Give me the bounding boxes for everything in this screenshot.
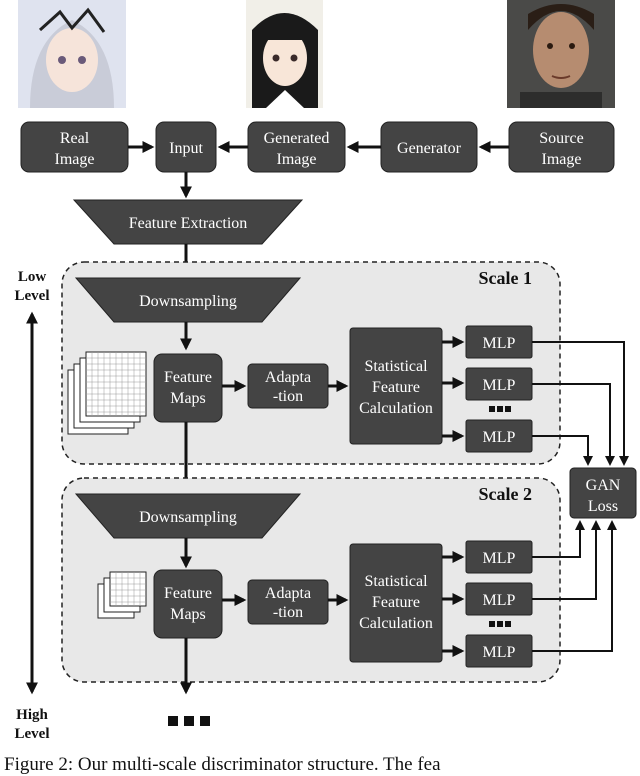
svg-text:Calculation: Calculation [359, 400, 433, 417]
scale-2-label: Scale 2 [479, 484, 533, 504]
link-mlp1c-gan [532, 435, 593, 466]
adaptation-box-1: Adapta -tion [247, 363, 329, 409]
feature-extraction-block: Feature Extraction [72, 199, 304, 245]
link-mlp1b-gan [532, 383, 615, 466]
mlp-box-2a: MLP [465, 540, 533, 574]
feature-map-grid-1 [86, 352, 146, 416]
ellipsis-dots-1 [489, 406, 511, 412]
low-level-label-line1: Low [18, 269, 47, 285]
source-image-box: Source Image [508, 121, 615, 173]
ellipsis-dots-2 [489, 621, 511, 627]
real-anime-photo [18, 0, 126, 108]
svg-text:Feature: Feature [164, 585, 212, 602]
mlp-box-2c: MLP [465, 634, 533, 668]
generated-anime-photo [246, 0, 323, 108]
link-mlp1a-gan [532, 341, 629, 466]
svg-text:Downsampling: Downsampling [139, 293, 237, 310]
statistical-box-2: Statistical Feature Calculation [349, 543, 443, 663]
svg-text:Adapta: Adapta [265, 585, 311, 602]
svg-text:-tion: -tion [273, 388, 303, 405]
svg-text:Generator: Generator [397, 140, 462, 157]
svg-text:Image: Image [542, 151, 582, 168]
high-level-label-line2: Level [15, 726, 50, 742]
gan-loss-box: GAN Loss [569, 467, 637, 519]
svg-text:Feature: Feature [164, 369, 212, 386]
generated-image-box: Generated Image [247, 121, 346, 173]
downsampling-block-1: Downsampling [74, 277, 302, 323]
low-level-label-line2: Level [15, 288, 50, 304]
svg-text:MLP: MLP [483, 377, 516, 394]
svg-text:-tion: -tion [273, 604, 303, 621]
svg-text:Downsampling: Downsampling [139, 509, 237, 526]
source-face-photo [507, 0, 615, 108]
figure-caption: Figure 2: Our multi-scale discriminator … [4, 754, 441, 775]
svg-text:Feature: Feature [372, 379, 420, 396]
svg-text:Maps: Maps [170, 390, 206, 407]
mlp-box-1b: MLP [465, 367, 533, 401]
statistical-box-1: Statistical Feature Calculation [349, 327, 443, 445]
feature-map-grid-2 [110, 572, 146, 606]
svg-text:Source: Source [539, 130, 583, 147]
ellipsis-dots-bottom [168, 716, 210, 726]
mlp-box-2b: MLP [465, 582, 533, 616]
svg-text:Image: Image [55, 151, 95, 168]
link-mlp2a-gan [532, 520, 585, 558]
svg-text:Feature Extraction: Feature Extraction [129, 215, 248, 232]
feature-maps-box-2: Feature Maps [153, 569, 223, 639]
mlp-box-1a: MLP [465, 325, 533, 359]
svg-text:MLP: MLP [483, 592, 516, 609]
high-level-label-line1: High [16, 707, 48, 723]
svg-text:Real: Real [60, 130, 90, 147]
link-mlp2c-gan [532, 520, 617, 652]
adaptation-box-2: Adapta -tion [247, 579, 329, 625]
svg-text:Image: Image [277, 151, 317, 168]
mlp-box-1c: MLP [465, 419, 533, 453]
svg-text:Statistical: Statistical [364, 573, 428, 590]
svg-text:Loss: Loss [588, 498, 618, 515]
svg-text:GAN: GAN [586, 477, 621, 494]
svg-text:Maps: Maps [170, 606, 206, 623]
svg-text:Input: Input [169, 140, 203, 157]
svg-text:Feature: Feature [372, 594, 420, 611]
svg-text:Calculation: Calculation [359, 615, 433, 632]
svg-text:MLP: MLP [483, 644, 516, 661]
generator-box: Generator [380, 121, 478, 173]
svg-text:MLP: MLP [483, 429, 516, 446]
svg-text:MLP: MLP [483, 550, 516, 567]
svg-text:Adapta: Adapta [265, 369, 311, 386]
real-image-box: Real Image [20, 121, 129, 173]
scale-1-label: Scale 1 [479, 268, 533, 288]
svg-text:Generated: Generated [264, 130, 330, 147]
svg-text:Statistical: Statistical [364, 358, 428, 375]
feature-maps-box-1: Feature Maps [153, 353, 223, 423]
svg-text:MLP: MLP [483, 335, 516, 352]
downsampling-block-2: Downsampling [74, 493, 302, 539]
link-mlp2b-gan [532, 520, 601, 600]
input-box: Input [155, 121, 217, 173]
feature-map-stack-1 [67, 351, 147, 435]
